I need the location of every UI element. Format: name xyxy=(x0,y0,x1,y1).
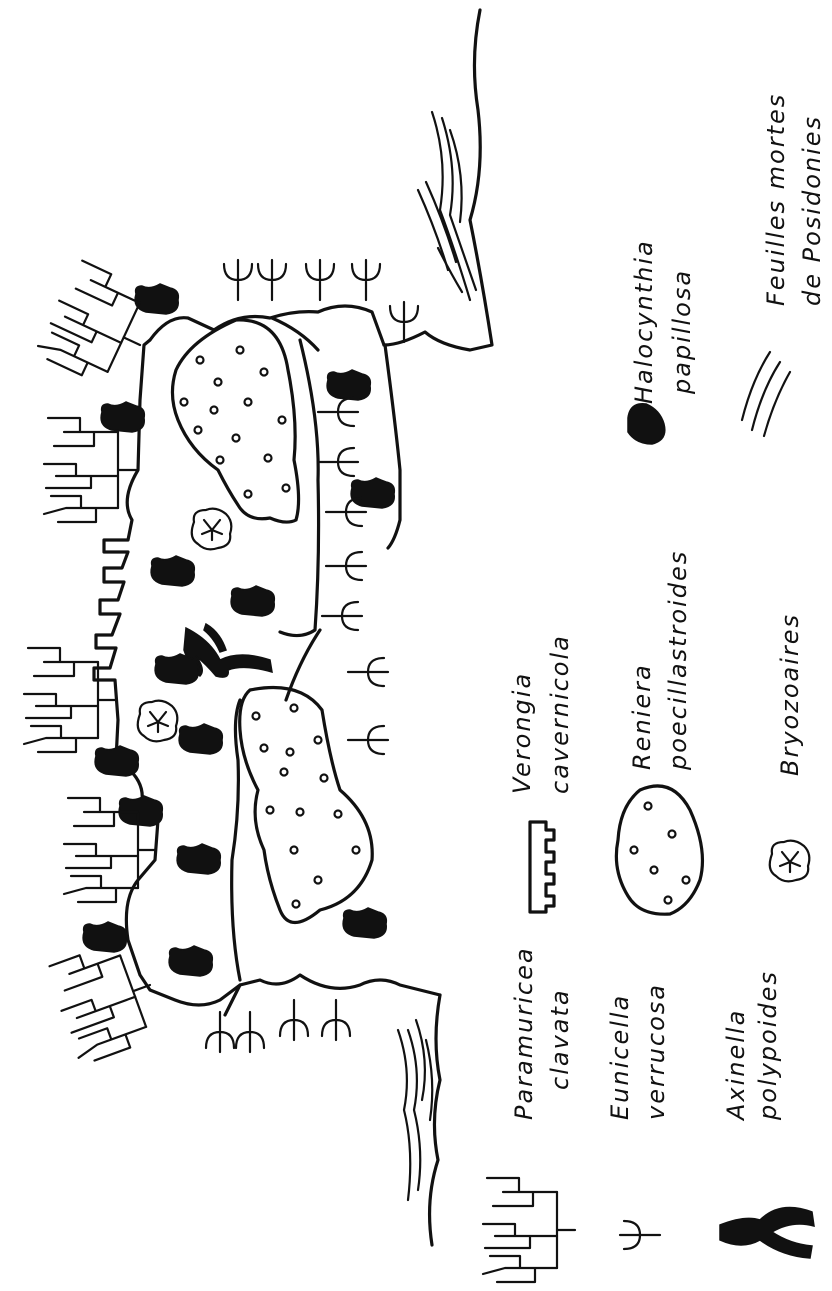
legend-paramuricea-icon xyxy=(483,1178,575,1282)
label-verongia-2: cavernicola xyxy=(546,634,574,794)
label-posidonies-1: Feuilles mortes xyxy=(762,93,790,306)
posidonia-leaves-bottom xyxy=(398,1020,432,1200)
posidonia-mound-top xyxy=(384,10,492,350)
cave-scene xyxy=(24,10,492,1245)
legend-labels: Paramuricea clavata Eunicella verrucosa … xyxy=(508,93,826,1122)
label-posidonies-2: de Posidonies xyxy=(798,115,826,306)
legend-halocynthia-icon xyxy=(628,404,665,444)
legend-verongia-icon xyxy=(530,822,554,912)
posidonia-mound-bottom xyxy=(225,975,440,1015)
posidonia-leaves-top xyxy=(418,112,476,300)
reniera-dots-upper xyxy=(181,347,290,498)
legend-axinella-icon xyxy=(720,1208,814,1259)
label-eunicella-2: verrucosa xyxy=(642,983,670,1120)
bryozoa-colony-1 xyxy=(192,509,232,550)
label-axinella-2: polypoides xyxy=(754,970,782,1121)
label-eunicella-1: Eunicella xyxy=(606,994,634,1120)
label-reniera-2: poecillastroides xyxy=(664,550,692,771)
legend-eunicella-icon xyxy=(620,1221,660,1249)
halocynthia-group xyxy=(83,284,394,976)
legend-bryozoa-icon xyxy=(770,841,810,882)
legend-posidonia-icon xyxy=(742,352,790,436)
label-halocynthia-1: Halocynthia xyxy=(630,239,658,404)
label-axinella-1: Axinella xyxy=(722,1009,750,1122)
bryozoa-colony-2 xyxy=(138,701,178,742)
legend-reniera-dots xyxy=(631,803,690,904)
legend-reniera-icon xyxy=(616,786,702,914)
reniera-sponge-lower xyxy=(240,688,373,923)
label-halocynthia-2: papillosa xyxy=(668,269,696,395)
label-bryozoaires: Bryozoaires xyxy=(776,613,804,776)
label-verongia-1: Verongia xyxy=(508,672,536,794)
cave-ceiling xyxy=(150,306,384,345)
label-paramuricea-2: clavata xyxy=(546,988,574,1090)
label-reniera-1: Reniera xyxy=(628,663,656,770)
label-paramuricea-1: Paramuricea xyxy=(510,946,538,1120)
